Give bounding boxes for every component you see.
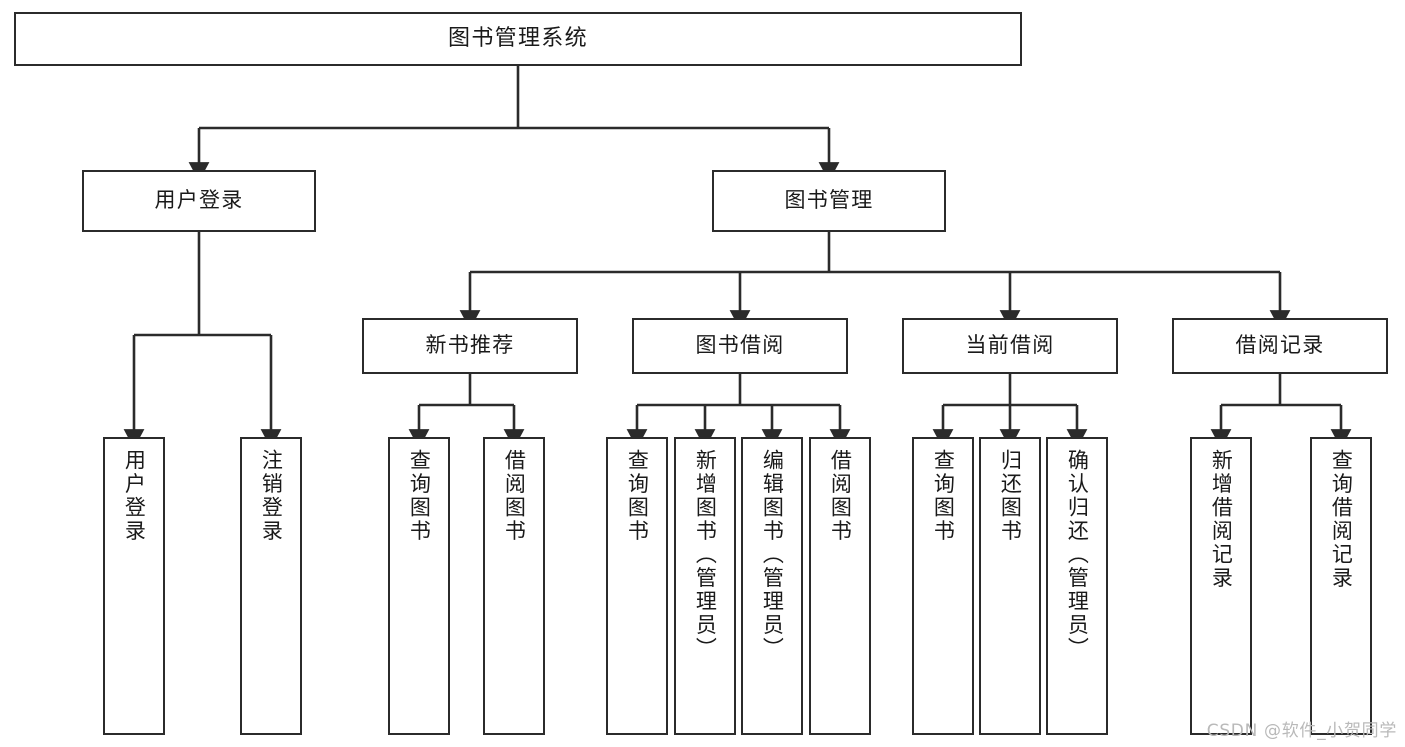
node-leaf-edit-book-label: 编辑图书（管理员） xyxy=(760,449,785,661)
node-leaf-user-login[interactable]: 用户登录 xyxy=(103,437,165,735)
watermark-text: CSDN @软件_小贺同学 xyxy=(1206,721,1397,741)
node-leaf-confirm-return[interactable]: 确认归还（管理员） xyxy=(1046,437,1108,735)
node-leaf-query-book-3[interactable]: 查询图书 xyxy=(912,437,974,735)
node-borrow-record-label: 借阅记录 xyxy=(1235,333,1325,358)
node-leaf-query-record[interactable]: 查询借阅记录 xyxy=(1310,437,1372,735)
node-current-borrow[interactable]: 当前借阅 xyxy=(902,318,1118,374)
node-leaf-borrow-book-2-label: 借阅图书 xyxy=(828,449,853,544)
node-leaf-query-record-label: 查询借阅记录 xyxy=(1329,449,1354,591)
node-root[interactable]: 图书管理系统 xyxy=(14,12,1022,66)
node-leaf-borrow-book-1-label: 借阅图书 xyxy=(502,449,527,544)
node-new-book-recommend[interactable]: 新书推荐 xyxy=(362,318,578,374)
node-leaf-add-record[interactable]: 新增借阅记录 xyxy=(1190,437,1252,735)
node-book-borrow[interactable]: 图书借阅 xyxy=(632,318,848,374)
node-leaf-edit-book[interactable]: 编辑图书（管理员） xyxy=(741,437,803,735)
node-leaf-return-book-label: 归还图书 xyxy=(998,449,1023,544)
node-leaf-logout[interactable]: 注销登录 xyxy=(240,437,302,735)
node-leaf-add-book-label: 新增图书（管理员） xyxy=(693,449,718,661)
node-leaf-return-book[interactable]: 归还图书 xyxy=(979,437,1041,735)
node-borrow-record[interactable]: 借阅记录 xyxy=(1172,318,1388,374)
node-book-manage-label: 图书管理 xyxy=(784,188,874,213)
node-user-login-label: 用户登录 xyxy=(154,188,244,213)
node-new-book-recommend-label: 新书推荐 xyxy=(425,333,515,358)
node-book-borrow-label: 图书借阅 xyxy=(695,333,785,358)
node-leaf-user-login-label: 用户登录 xyxy=(122,449,147,544)
node-book-manage[interactable]: 图书管理 xyxy=(712,170,946,232)
node-leaf-logout-label: 注销登录 xyxy=(259,449,284,544)
node-user-login[interactable]: 用户登录 xyxy=(82,170,316,232)
node-leaf-borrow-book-2[interactable]: 借阅图书 xyxy=(809,437,871,735)
node-leaf-query-book-3-label: 查询图书 xyxy=(931,449,956,544)
node-leaf-add-book[interactable]: 新增图书（管理员） xyxy=(674,437,736,735)
node-leaf-confirm-return-label: 确认归还（管理员） xyxy=(1065,449,1090,661)
node-current-borrow-label: 当前借阅 xyxy=(965,333,1055,358)
node-leaf-borrow-book-1[interactable]: 借阅图书 xyxy=(483,437,545,735)
node-leaf-query-book-1-label: 查询图书 xyxy=(407,449,432,544)
node-leaf-add-record-label: 新增借阅记录 xyxy=(1209,449,1234,591)
node-leaf-query-book-1[interactable]: 查询图书 xyxy=(388,437,450,735)
node-leaf-query-book-2[interactable]: 查询图书 xyxy=(606,437,668,735)
node-root-label: 图书管理系统 xyxy=(448,25,588,51)
node-leaf-query-book-2-label: 查询图书 xyxy=(625,449,650,544)
